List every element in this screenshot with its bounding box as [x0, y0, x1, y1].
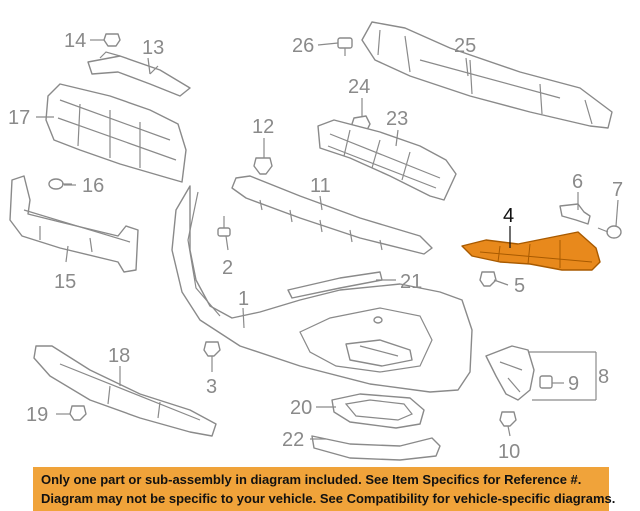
callout-22: 22	[282, 429, 304, 451]
part-10-screw	[499, 411, 517, 427]
disclaimer-banner: Only one part or sub-assembly in diagram…	[33, 467, 616, 511]
part-6-bracket	[559, 203, 591, 225]
callout-3: 3	[206, 376, 217, 398]
part-1-bumper-cover	[171, 185, 473, 393]
callout-5: 5	[514, 275, 525, 297]
callout-12: 12	[252, 116, 274, 138]
callout-20: 20	[290, 397, 312, 419]
callout-6: 6	[572, 171, 583, 193]
part-20-fog-trim	[331, 393, 425, 429]
part-3-clip	[203, 341, 221, 357]
callout-14: 14	[64, 30, 86, 52]
part-23-absorber	[317, 119, 457, 201]
callout-17: 17	[8, 107, 30, 129]
part-26-bolt	[337, 37, 353, 56]
callout-15: 15	[54, 271, 76, 293]
part-11-upper-trim	[231, 175, 433, 255]
callout-25: 25	[454, 35, 476, 57]
callout-1: 1	[238, 288, 249, 310]
callout-9: 9	[568, 373, 579, 395]
callout-10: 10	[498, 441, 520, 463]
callout-18: 18	[108, 345, 130, 367]
part-12-clip	[253, 157, 273, 175]
part-17-radiator-support	[45, 83, 187, 183]
disclaimer-line-1: Only one part or sub-assembly in diagram…	[41, 472, 582, 487]
callout-11: 11	[310, 175, 331, 197]
callout-23: 23	[386, 108, 408, 130]
part-2-screw	[217, 216, 231, 237]
part-25-reinforcement-beam	[361, 21, 613, 129]
callout-8: 8	[598, 366, 609, 388]
part-15-lower-support	[9, 175, 139, 273]
callout-4: 4	[503, 205, 514, 227]
callout-13: 13	[142, 37, 164, 59]
part-4-side-support-highlighted	[461, 231, 601, 271]
part-18-lower-cover	[33, 345, 217, 437]
callout-16: 16	[82, 175, 104, 197]
part-14-clip	[103, 33, 121, 47]
part-8-side-bracket	[485, 345, 535, 401]
callout-24: 24	[348, 76, 370, 98]
part-1-fog-opening	[345, 339, 413, 367]
callout-19: 19	[26, 404, 48, 426]
part-22-lower-molding	[311, 435, 441, 461]
part-5-screw	[479, 271, 497, 287]
disclaimer-line-2: Diagram may not be specific to your vehi…	[41, 491, 616, 506]
part-9-clip	[539, 375, 553, 389]
callout-26: 26	[292, 35, 314, 57]
part-13-upper-bracket	[87, 51, 191, 97]
leader-lines	[36, 39, 619, 440]
part-19-clip	[69, 405, 87, 421]
callout-21: 21	[400, 271, 422, 293]
callout-7: 7	[612, 179, 623, 201]
callout-2: 2	[222, 257, 233, 279]
part-7-bolt	[597, 225, 622, 239]
part-16-bolt	[48, 178, 72, 190]
